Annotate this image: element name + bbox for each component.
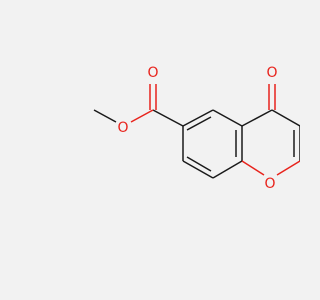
bond-c4-c3 <box>271 109 300 127</box>
bond-c8-c8a <box>212 160 243 179</box>
ring-oxygen-label: O <box>264 176 275 192</box>
bond-c2-o1 <box>276 160 300 176</box>
bond-c7-c8 <box>182 160 214 179</box>
bond-ester-c-oether <box>130 109 154 123</box>
ester-ether-oxygen-label: O <box>117 120 128 136</box>
bond-c5-c6-inner <box>186 116 212 131</box>
bond-c5-c6 <box>182 109 214 127</box>
bond-c6-ester-c <box>152 109 184 127</box>
bond-c4a-c5 <box>212 109 243 127</box>
bond-c4a-c4 <box>241 109 273 127</box>
bond-c7-c8-inner <box>186 156 212 172</box>
molecule-structure-diagram: O O O O <box>93 65 300 192</box>
ester-carbonyl-oxygen-label: O <box>147 65 158 81</box>
bond-oether-methyl <box>93 109 117 123</box>
bond-o1-c8a <box>241 160 265 176</box>
carbonyl-oxygen-label: O <box>266 65 277 81</box>
